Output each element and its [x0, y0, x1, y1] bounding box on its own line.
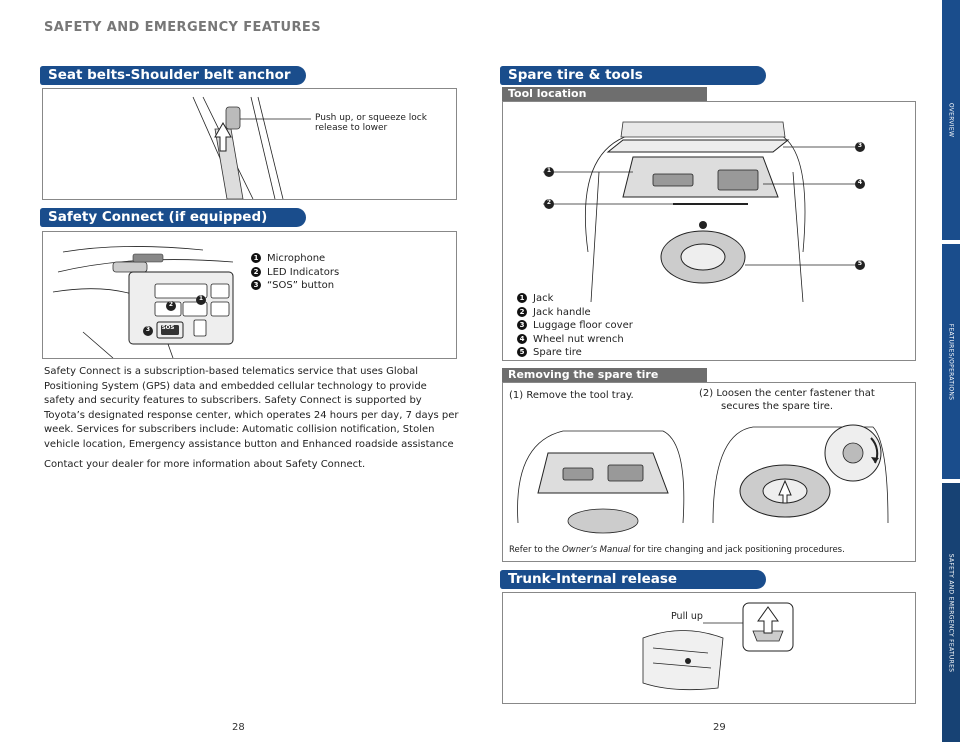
pull-up-callout: Pull up — [671, 611, 703, 622]
removing-spare-panel: (1) Remove the tool tray. (2) Loosen the… — [502, 382, 916, 562]
trunk-release-section-title: Trunk-Internal release — [500, 570, 766, 589]
number-badge: 1 — [517, 293, 527, 303]
legend-label: “SOS” button — [267, 280, 335, 291]
number-badge: 4 — [517, 333, 527, 344]
safety-connect-legend: 1 Microphone 2 LED Indicators 3 “SOS” butto… — [251, 252, 339, 293]
callout-number-2: 2 — [168, 301, 174, 308]
legend-label: Microphone — [267, 253, 326, 264]
page-header-title: SAFETY AND EMERGENCY FEATURES — [44, 20, 321, 35]
legend-item: 3 Luggage floor cover — [517, 319, 633, 333]
removing-spare-subtitle: Removing the spare tire — [502, 368, 707, 382]
callout-number-1: 1 — [198, 295, 204, 302]
seatbelt-panel: Push up, or squeeze lock release to lowe… — [42, 88, 457, 200]
number-badge: 1 — [251, 253, 261, 263]
side-tab-features-operations[interactable]: FEATURES/OPERATIONS — [942, 244, 960, 479]
safety-connect-description: Safety Connect is a subscription-based t… — [44, 366, 459, 450]
seatbelt-callout: Push up, or squeeze lock release to lowe… — [315, 113, 427, 133]
number-badge: 2 — [517, 306, 527, 317]
side-tab-label: FEATURES/OPERATIONS — [947, 323, 955, 400]
side-tab-safety-emergency[interactable]: SAFETY AND EMERGENCY FEATURES — [942, 483, 960, 742]
owners-manual-note: Refer to the Owner’s Manual for tire cha… — [509, 545, 845, 555]
callout-number-5: 5 — [857, 260, 863, 267]
step-2-text-line1: (2) Loosen the center fastener that — [699, 388, 875, 399]
legend-label: Luggage floor cover — [533, 320, 633, 331]
legend-label: Jack — [533, 293, 554, 304]
number-badge: 5 — [517, 347, 527, 357]
legend-label: Jack handle — [533, 306, 591, 318]
note-prefix: Refer to the — [509, 545, 563, 555]
legend-item: 2 Jack handle — [517, 306, 633, 320]
seatbelt-illustration — [192, 96, 311, 199]
page-number-left: 28 — [232, 722, 245, 733]
callout-number-2: 2 — [546, 199, 552, 206]
spare-tire-section-title: Spare tire & tools — [500, 66, 766, 85]
legend-label: LED Indicators — [267, 266, 340, 278]
number-badge: 3 — [517, 320, 527, 330]
side-tab-overview[interactable]: OVERVIEW — [942, 0, 960, 240]
legend-label: Spare tire — [533, 347, 582, 358]
page-number-right: 29 — [713, 722, 726, 733]
note-manual-title: Owner’s Manual — [562, 545, 631, 555]
note-suffix: for tire changing and jack positioning p… — [630, 545, 845, 555]
legend-label: Wheel nut wrench — [533, 333, 624, 345]
callout-number-3: 3 — [857, 142, 863, 149]
legend-item: 4 Wheel nut wrench — [517, 333, 633, 347]
callout-number-1: 1 — [546, 167, 552, 174]
safety-connect-section-title: Safety Connect (if equipped) — [40, 208, 306, 227]
callout-number-3: 3 — [145, 326, 151, 333]
trunk-tools-illustration — [543, 121, 865, 303]
safety-connect-contact: Contact your dealer for more information… — [44, 459, 366, 470]
trunk-release-panel: Pull up — [502, 592, 916, 704]
side-tab-label: SAFETY AND EMERGENCY FEATURES — [947, 553, 955, 672]
legend-item: 5 Spare tire — [517, 346, 633, 360]
overhead-console-illustration — [52, 246, 234, 358]
trunk-release-illustration — [642, 602, 794, 691]
sos-button-label: SOS — [161, 325, 175, 331]
removing-spare-illustration — [517, 424, 889, 534]
number-badge: 2 — [251, 266, 261, 277]
step-2-text-line2: secures the spare tire. — [721, 401, 834, 412]
number-badge: 3 — [251, 280, 261, 290]
legend-item: 3 “SOS” button — [251, 279, 339, 293]
seatbelt-section-title: Seat belts-Shoulder belt anchor — [40, 66, 306, 85]
legend-item: 2 LED Indicators — [251, 266, 339, 280]
callout-number-4: 4 — [857, 179, 863, 186]
side-tab-label: OVERVIEW — [947, 102, 955, 138]
safety-connect-panel: SOS 2 1 3 1 Microphone 2 LED Indicators 3 “… — [42, 231, 457, 359]
step-1-text: (1) Remove the tool tray. — [509, 390, 634, 401]
legend-item: 1 Microphone — [251, 252, 339, 266]
tool-location-subtitle: Tool location — [502, 87, 707, 101]
legend-item: 1 Jack — [517, 292, 633, 306]
